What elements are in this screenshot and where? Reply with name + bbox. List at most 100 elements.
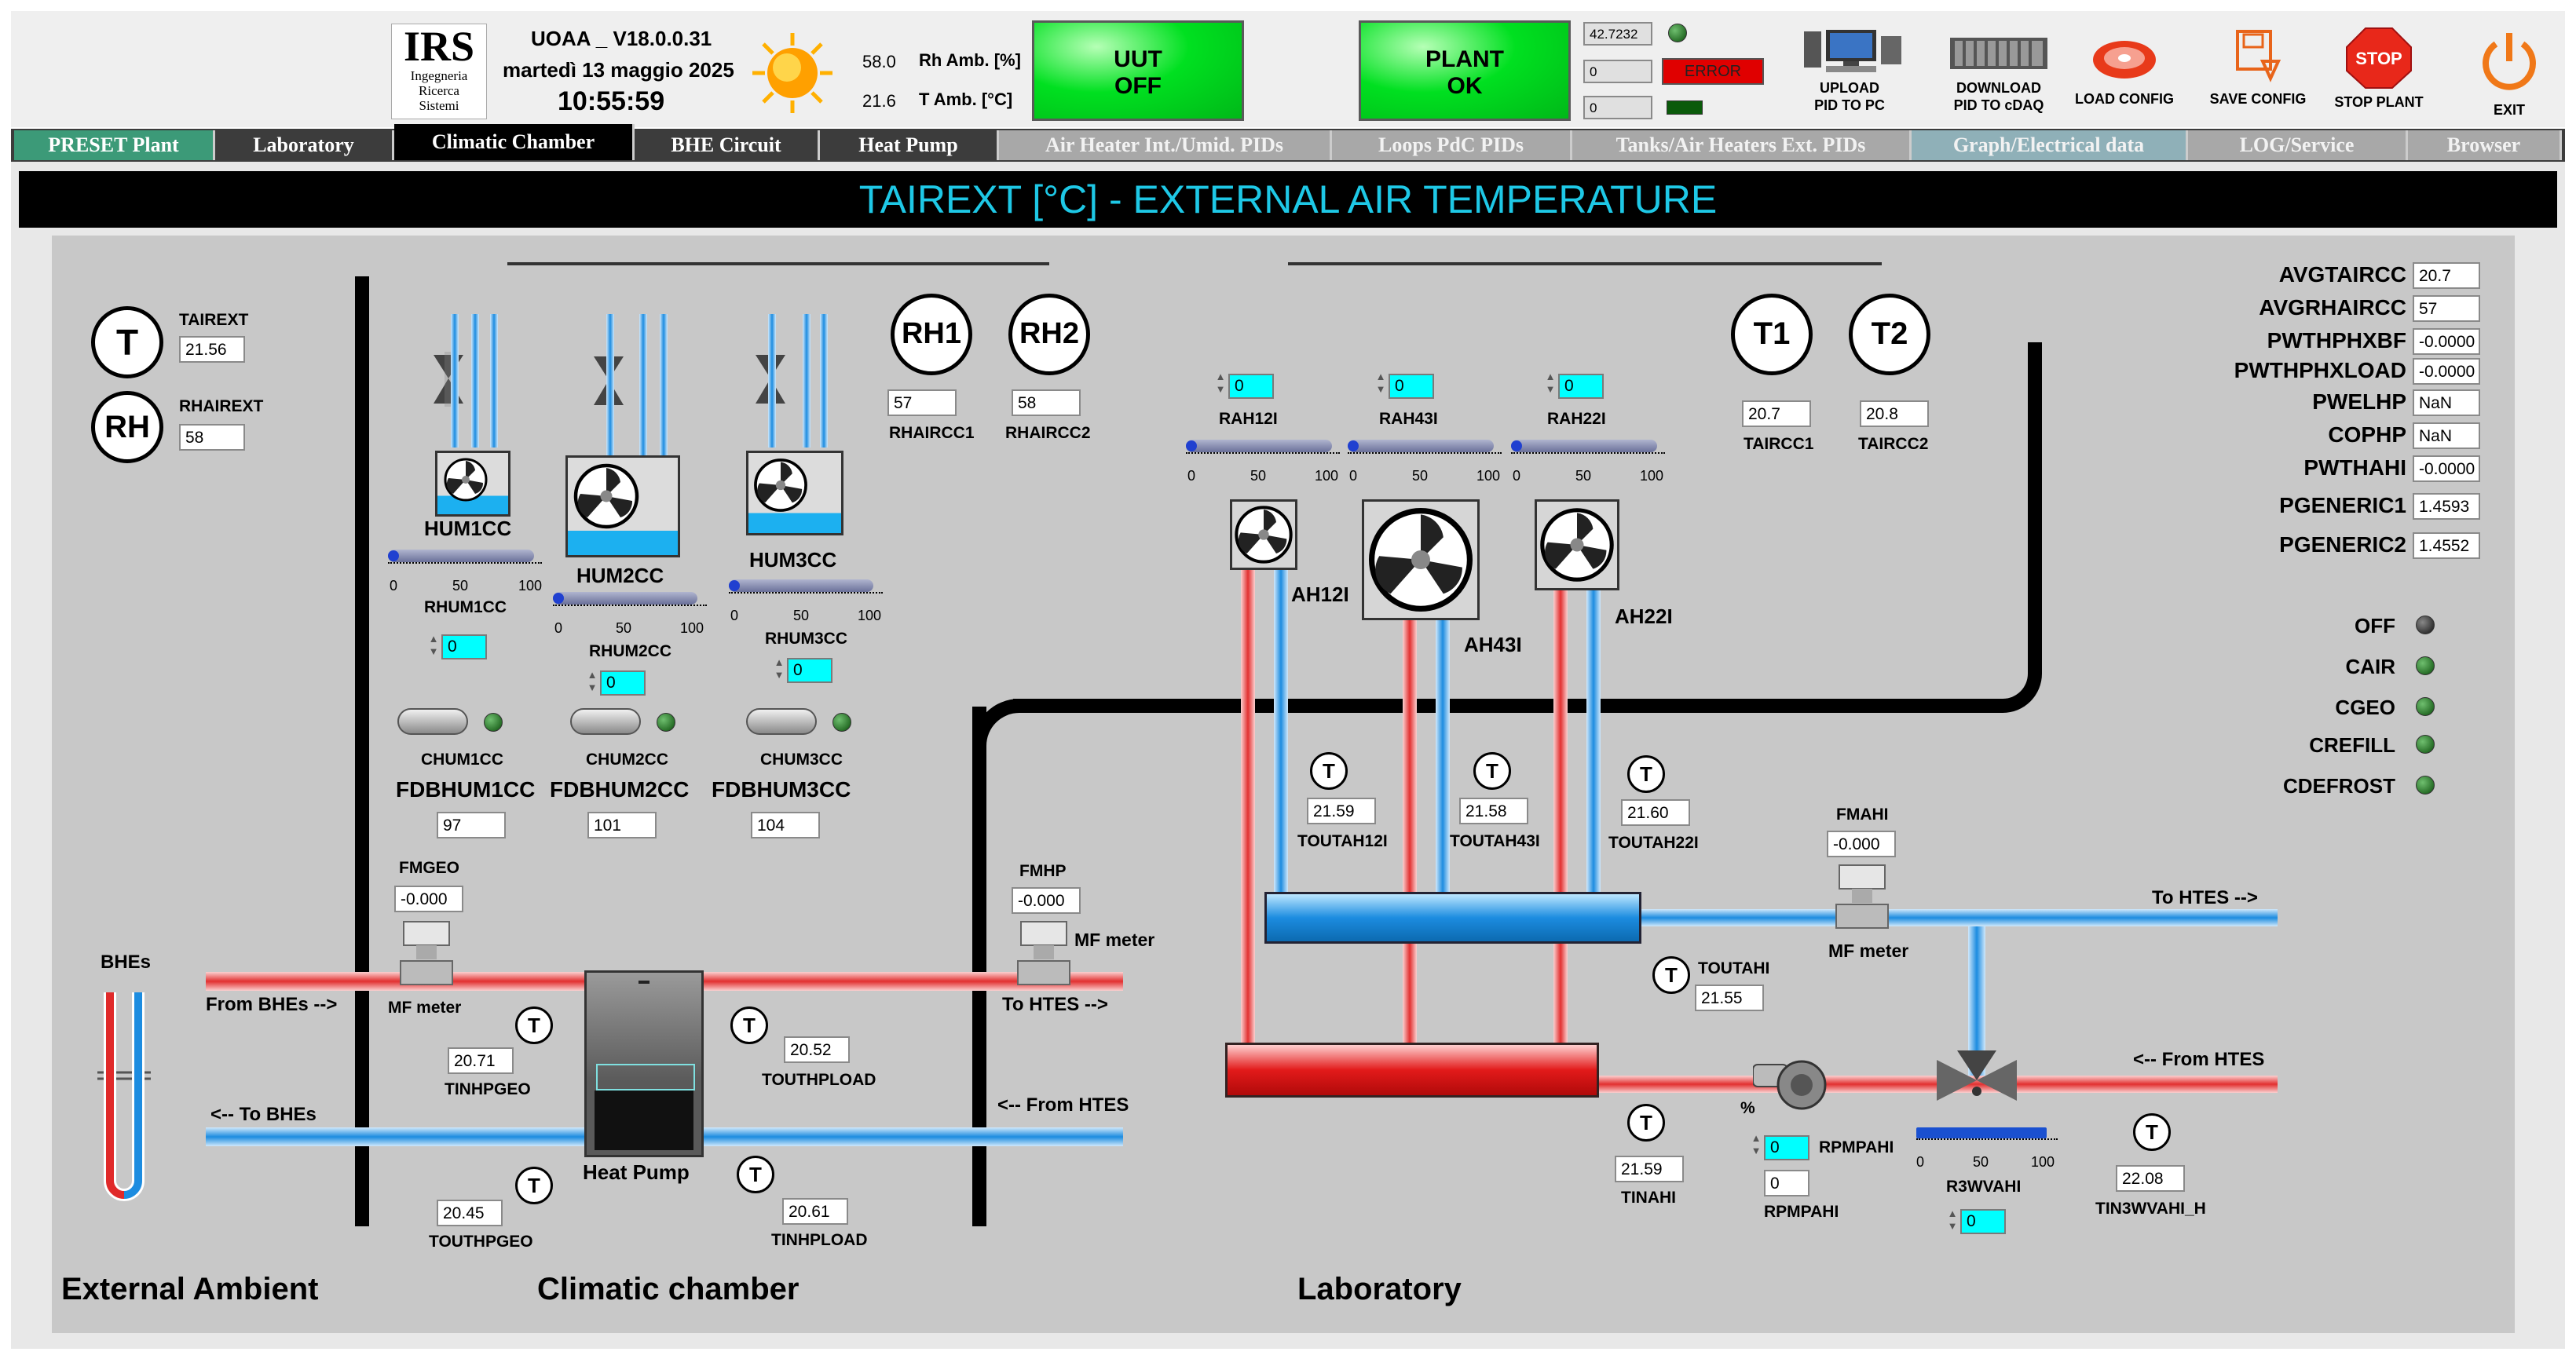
- rah22-slider[interactable]: [1511, 440, 1657, 452]
- chum1-toggle[interactable]: [397, 708, 468, 735]
- t1-sensor-symbol: T1: [1731, 294, 1813, 375]
- uut-status-button[interactable]: UUT OFF: [1032, 20, 1244, 121]
- save-config-button[interactable]: SAVE CONFIG: [2199, 27, 2317, 108]
- toutah12-sensor: T: [1310, 752, 1348, 790]
- cc-from-htes-label: <-- From HTES: [997, 1094, 1129, 1116]
- rah43-slider[interactable]: [1348, 440, 1494, 452]
- fmgeo-meter-icon: [399, 919, 454, 989]
- pwthahi-value: -0.0000: [2413, 455, 2480, 482]
- load-config-button[interactable]: LOAD CONFIG: [2066, 31, 2183, 108]
- rhum2-input[interactable]: 0: [600, 670, 646, 696]
- mode-cdefrost-led: [2416, 776, 2435, 795]
- fmhp-mf-meter-label: MF meter: [1074, 930, 1155, 950]
- rah12-slider[interactable]: [1186, 440, 1332, 452]
- fmahi-mf-meter-label: MF meter: [1828, 941, 1909, 961]
- avgrhaircc-label: AVGRHAIRCC: [2259, 295, 2406, 320]
- stop-plant-button[interactable]: STOP STOP PLANT: [2320, 27, 2438, 111]
- tab-log-service[interactable]: LOG/Service: [2188, 130, 2408, 160]
- tab-bhe-circuit[interactable]: BHE Circuit: [635, 130, 820, 160]
- pwelhp-value: NaN: [2413, 389, 2480, 416]
- download-pid-button[interactable]: DOWNLOAD PID TO cDAQ: [1940, 31, 2058, 114]
- rpmpahi-spinner[interactable]: ▲▼: [1751, 1132, 1762, 1156]
- plant-line2: OK: [1447, 73, 1483, 99]
- chum2-toggle[interactable]: [570, 708, 641, 735]
- hum1-pipe-2: [471, 314, 479, 448]
- computer-icon: [1804, 30, 1901, 72]
- ah43-red-pipe: [1403, 620, 1417, 1047]
- tinhpload-value: 20.61: [782, 1198, 848, 1225]
- hum3-unit: [746, 451, 843, 535]
- hum3-label: HUM3CC: [749, 548, 837, 572]
- r3wvahi-input[interactable]: 0: [1960, 1209, 2006, 1234]
- fdbhum1-value: 97: [437, 812, 506, 838]
- t-amb-label: T Amb. [°C]: [919, 90, 1013, 109]
- rah22-input[interactable]: 0: [1558, 374, 1604, 399]
- rhaircc1-value: 57: [887, 389, 957, 416]
- hum1-pipe-1: [451, 314, 459, 448]
- hum1-slider[interactable]: [388, 550, 534, 562]
- tinhpgeo-sensor: T: [515, 1006, 553, 1044]
- rah43-spinner[interactable]: ▲▼: [1375, 371, 1386, 395]
- r3wvahi-slider[interactable]: [1916, 1127, 2047, 1138]
- tab-heat-pump[interactable]: Heat Pump: [820, 130, 999, 160]
- hum2-slider[interactable]: [553, 592, 697, 605]
- status-bar-indicator: [1667, 100, 1703, 115]
- chum3-toggle[interactable]: [746, 708, 817, 735]
- hum3-slider[interactable]: [729, 579, 873, 592]
- ah12-red-pipe: [1241, 570, 1255, 1047]
- section-external-ambient: External Ambient: [61, 1272, 319, 1306]
- heat-pump-label: Heat Pump: [583, 1160, 690, 1184]
- ah12-unit: [1230, 499, 1297, 570]
- rpmpahi-value: 0: [1764, 1170, 1809, 1196]
- tinahi-value: 21.59: [1615, 1156, 1684, 1182]
- tab-preset-plant[interactable]: PRESET Plant: [14, 130, 215, 160]
- upload-pid-button[interactable]: UPLOAD PID TO PC: [1791, 27, 1908, 114]
- rah43-input[interactable]: 0: [1389, 374, 1434, 399]
- toutah43-value: 21.58: [1459, 798, 1528, 824]
- ah22-blue-pipe: [1586, 590, 1601, 900]
- uut-line1: UUT: [1114, 46, 1162, 72]
- rah12-spinner[interactable]: ▲▼: [1215, 371, 1226, 395]
- rhum3-input[interactable]: 0: [787, 658, 832, 683]
- fan-icon: [444, 458, 488, 502]
- toutahi-label: TOUTAHI: [1698, 959, 1770, 977]
- tab-climatic-chamber[interactable]: Climatic Chamber: [394, 124, 635, 160]
- rhaircc2-label: RHAIRCC2: [1005, 424, 1091, 442]
- toutah22-sensor: T: [1627, 755, 1665, 793]
- tairext-value: 21.56: [179, 336, 245, 363]
- rpmpahi-input[interactable]: 0: [1764, 1135, 1809, 1160]
- tab-browser[interactable]: Browser: [2408, 130, 2562, 160]
- touthpgeo-sensor: T: [515, 1167, 553, 1204]
- t2-sensor-symbol: T2: [1849, 294, 1930, 375]
- rhum2-spinner[interactable]: ▲▼: [587, 669, 598, 693]
- touthpload-label: TOUTHPLOAD: [762, 1071, 876, 1089]
- r3wvahi-spinner[interactable]: ▲▼: [1947, 1207, 1958, 1232]
- cc-manifold-line: [507, 262, 1049, 265]
- rah22-spinner[interactable]: ▲▼: [1545, 371, 1556, 395]
- rhum1-input[interactable]: 0: [441, 634, 487, 659]
- plant-status-button[interactable]: PLANT OK: [1359, 20, 1571, 121]
- rah12-input[interactable]: 0: [1228, 374, 1274, 399]
- tab-graph-electrical[interactable]: Graph/Electrical data: [1912, 130, 2188, 160]
- irs-logo: IRS Ingegneria Ricerca Sistemi: [391, 24, 487, 119]
- tab-tanks-air-heaters-pids[interactable]: Tanks/Air Heaters Ext. PIDs: [1572, 130, 1912, 160]
- rhum3-spinner[interactable]: ▲▼: [774, 656, 785, 681]
- save-config-icon: [2236, 30, 2281, 82]
- rhum1-spinner[interactable]: ▲▼: [428, 633, 439, 657]
- chum2-label: CHUM2CC: [586, 751, 668, 769]
- exit-button[interactable]: EXIT: [2450, 27, 2568, 119]
- avgrhaircc-value: 57: [2413, 295, 2480, 322]
- tab-air-heater-pids[interactable]: Air Heater Int./Umid. PIDs: [999, 130, 1332, 160]
- external-wall: [355, 276, 369, 1226]
- tab-loops-pdc-pids[interactable]: Loops PdC PIDs: [1332, 130, 1572, 160]
- r3wvahi-label: R3WVAHI: [1946, 1178, 2022, 1196]
- hum1-label: HUM1CC: [424, 517, 512, 540]
- rpmpahi-label: RPMPAHI: [1764, 1203, 1839, 1221]
- mode-cdefrost-label: CDEFROST: [2283, 774, 2395, 798]
- rh-sensor-symbol: RH: [91, 391, 163, 463]
- fmhp-label: FMHP: [1019, 862, 1067, 880]
- cold-collector: [1264, 892, 1641, 944]
- toutahi-sensor: T: [1652, 956, 1690, 994]
- tab-laboratory[interactable]: Laboratory: [215, 130, 394, 160]
